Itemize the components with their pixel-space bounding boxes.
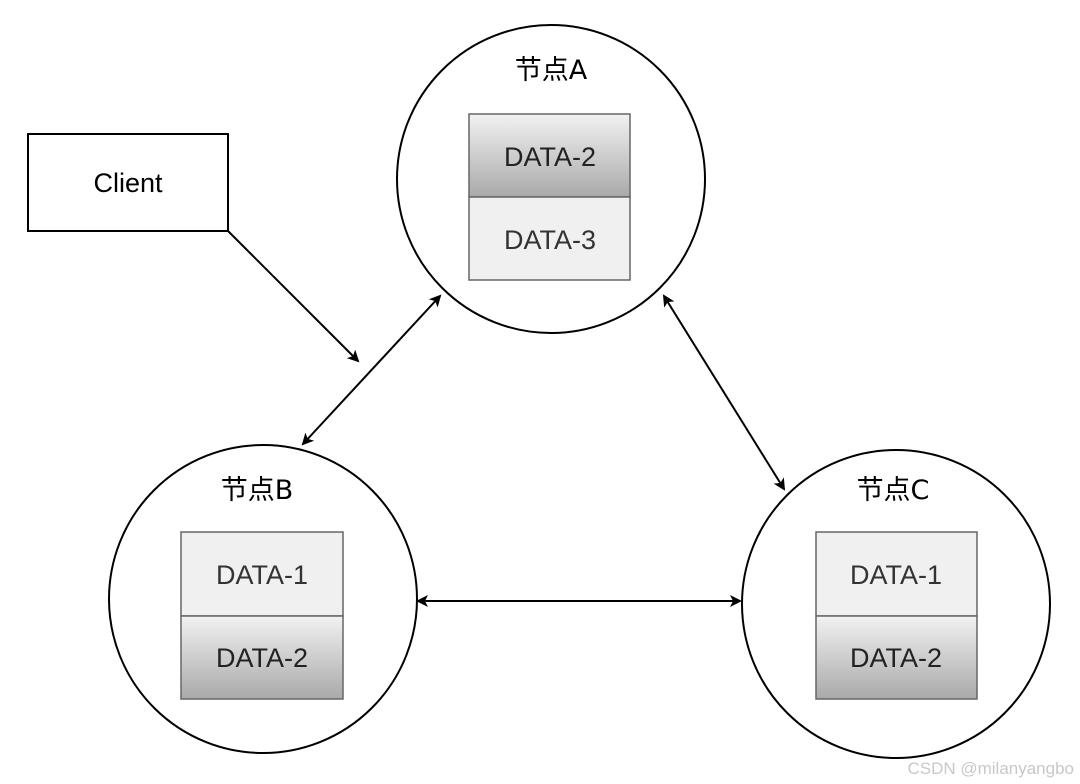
node-c-cell-1-label: DATA-1 <box>850 560 942 590</box>
node-c-cell-2 <box>815 615 978 700</box>
node-b[interactable]: 节点B DATA-1 DATA-2 <box>108 444 418 754</box>
node-a[interactable]: 节点A DATA-2 DATA-3 <box>396 24 706 334</box>
client-request-arrow <box>227 230 360 363</box>
node-c-title: 节点C <box>857 475 930 506</box>
node-a-cell-2 <box>468 196 631 281</box>
node-b-cell-2-label: DATA-2 <box>216 643 308 673</box>
node-c-cell-1 <box>815 531 978 617</box>
node-a-cell-1-label: DATA-2 <box>504 142 596 172</box>
node-b-cell-2 <box>180 615 344 700</box>
node-b-title: 节点B <box>221 475 294 506</box>
link-a-c-arrow <box>662 294 786 491</box>
node-b-cell-1 <box>180 531 344 617</box>
node-a-title: 节点A <box>515 55 588 86</box>
client-box[interactable]: Client <box>27 133 229 232</box>
link-a-b-arrow <box>301 294 442 446</box>
client-label: Client <box>93 168 163 198</box>
node-b-cell-1-label: DATA-1 <box>216 560 308 590</box>
watermark-text: CSDN @milanyangbo <box>907 759 1074 778</box>
node-c-cell-2-label: DATA-2 <box>850 643 942 673</box>
node-a-cell-2-label: DATA-3 <box>504 225 596 255</box>
node-c[interactable]: 节点C DATA-1 DATA-2 <box>741 449 1051 759</box>
